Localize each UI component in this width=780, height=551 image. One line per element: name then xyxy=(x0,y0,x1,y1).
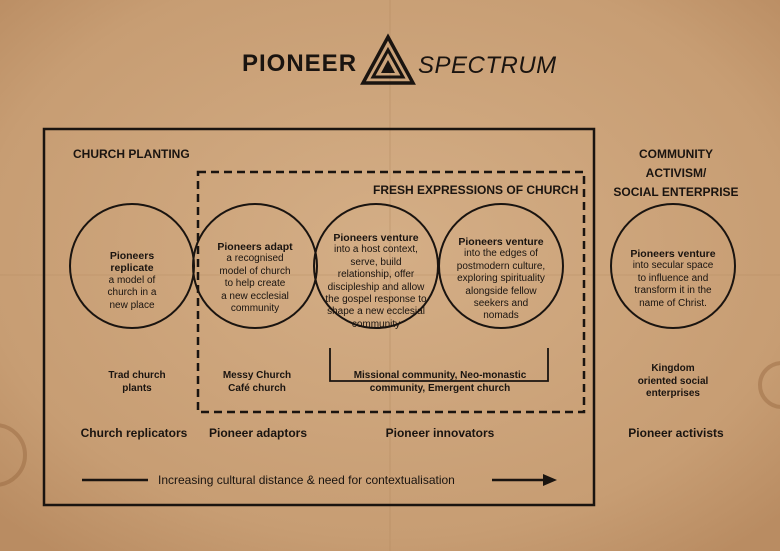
circle-text-venture-secular: Pioneers venture into secular space to i… xyxy=(630,248,716,309)
title-pioneer: PIONEER xyxy=(242,50,358,77)
bracket xyxy=(329,348,549,382)
circle-venture-secular xyxy=(610,203,736,329)
category-pioneer-adaptors: Pioneer adaptors xyxy=(208,426,308,440)
category-pioneer-activists: Pioneer activists xyxy=(628,426,724,440)
arrow-label: Increasing cultural distance & need for … xyxy=(158,473,455,487)
category-pioneer-innovators: Pioneer innovators xyxy=(385,426,495,440)
circle-text-replicate: Pioneers replicate a model of church in … xyxy=(107,250,157,311)
arrow-head-icon xyxy=(543,474,557,486)
category-church-replicators: Church replicators xyxy=(80,426,188,440)
example-missional: Missional community, Neo-monastic commun… xyxy=(353,370,527,394)
circle-text-venture-postmodern: Pioneers venture into the edges of postm… xyxy=(456,236,546,322)
title-spectrum: SPECTRUM xyxy=(418,52,557,79)
circle-text-adapt: Pioneers adapt a recognised model of chu… xyxy=(217,241,293,315)
circle-adapt xyxy=(192,203,318,329)
example-trad-church: Trad church plants xyxy=(108,370,166,394)
church-planting-label: CHURCH PLANTING xyxy=(73,147,190,161)
example-kingdom: Kingdom oriented social enterprises xyxy=(637,363,709,399)
example-messy-church: Messy Church Café church xyxy=(222,370,292,394)
community-activism-label: COMMUNITY ACTIVISM/ SOCIAL ENTERPRISE xyxy=(613,147,739,199)
circle-venture-postmodern xyxy=(438,203,564,329)
fresh-expressions-label: FRESH EXPRESSIONS OF CHURCH xyxy=(373,183,579,197)
circle-text-venture-host: Pioneers venture into a host context, se… xyxy=(325,232,427,330)
church-planting-frame xyxy=(42,127,596,507)
triangle-logo-icon xyxy=(360,33,416,85)
